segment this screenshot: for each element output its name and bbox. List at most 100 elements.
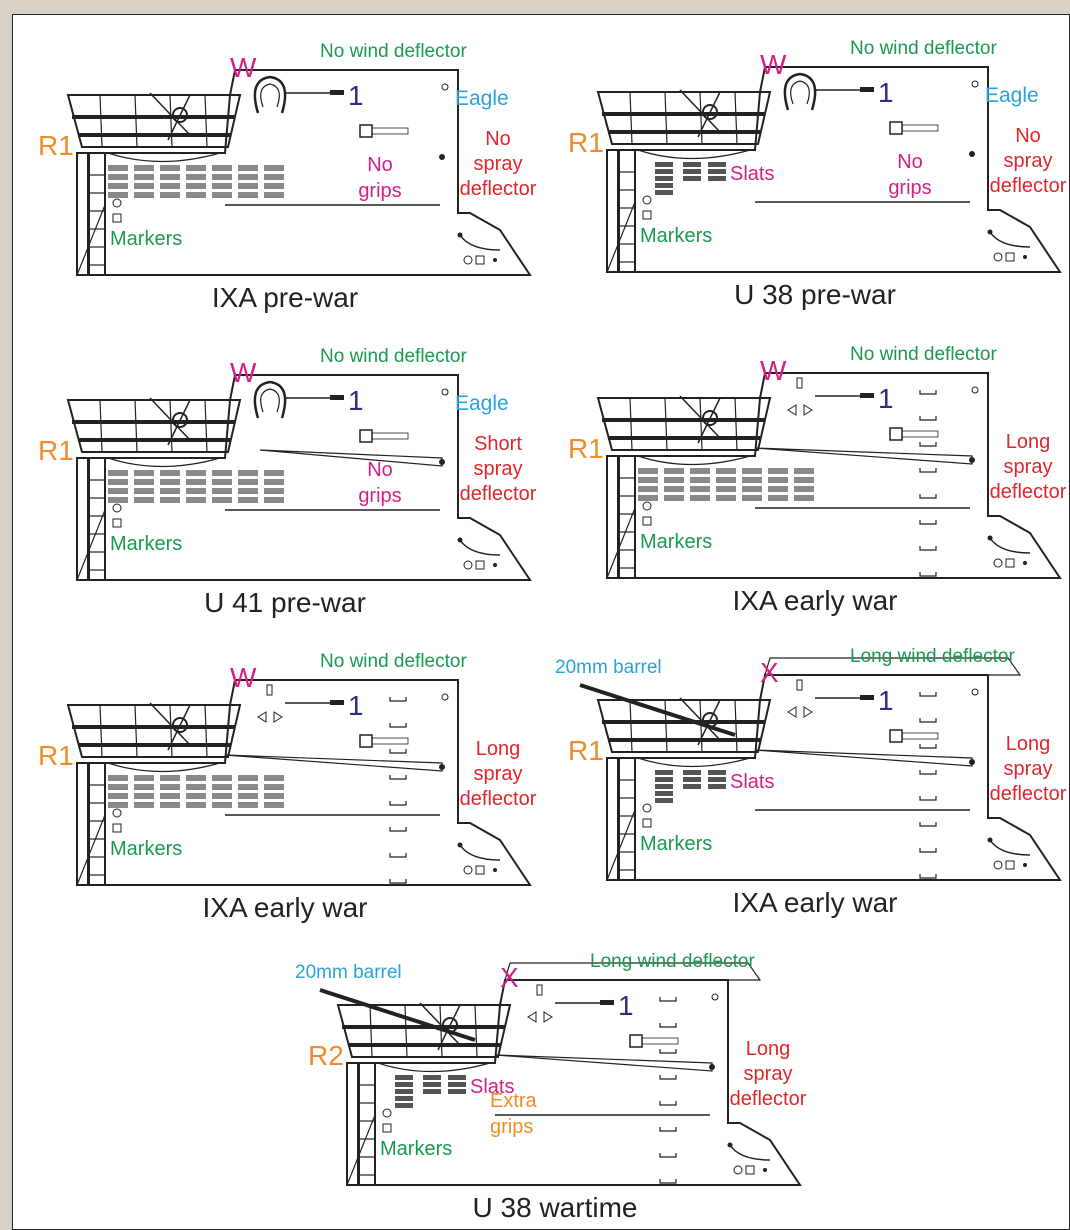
ring-label: R1 [568,735,604,766]
slat [186,802,206,808]
slat [448,1082,466,1087]
tower-outline [87,374,532,581]
slat [655,169,673,174]
slat [708,784,726,789]
slat [683,162,701,167]
slats-label: Slats [730,163,774,185]
tower-number: 1 [348,80,364,111]
bridge-post [664,91,668,145]
step-rung [389,723,407,728]
slat [708,770,726,775]
slat [768,477,788,483]
slat [160,775,180,781]
bow-dot [987,535,993,541]
marker-symbol [642,195,652,205]
spray-label: deflector [730,1088,807,1110]
slat [186,497,206,503]
bow-dot [1023,561,1027,565]
slat [134,183,154,189]
slat [638,468,658,474]
slat [134,174,154,180]
ladder [358,1062,376,1186]
bow-curve [459,844,501,861]
eagle-mount [971,80,979,88]
bridge-post [734,699,738,753]
antenna-tip [860,87,874,92]
bridge-post [204,94,208,148]
slat [638,477,658,483]
antenna-tip [330,90,344,95]
slat [212,165,232,171]
top-mark: W [760,355,787,386]
casing-edge [606,455,619,579]
wind-deflector-label: No wind deflector [850,38,997,59]
slat [768,468,788,474]
gun-mount-strut [149,92,191,136]
slat [690,468,710,474]
slat [160,479,180,485]
marker-symbol [112,198,122,208]
slat [716,468,736,474]
marker-symbol [642,818,652,828]
bridge-post [734,397,738,451]
bow-fitting [733,1165,743,1175]
bow-dot [493,563,497,567]
step-rung [659,1179,677,1184]
spray-label: deflector [460,788,537,810]
wind-deflector [504,962,762,981]
slat [664,495,684,501]
bridge [66,94,242,148]
slat [160,488,180,494]
step-rung [919,546,937,551]
hull-slope [76,509,106,581]
bandstand-curve [637,455,751,466]
marker-symbol [642,210,652,220]
slat [238,192,258,198]
grip-plate [359,124,373,138]
ring-label: R2 [308,1040,344,1071]
step-rung [389,775,407,780]
grip-plate [901,430,939,438]
eagle-mount [441,83,449,91]
casing-edge [346,1062,359,1186]
slat [160,165,180,171]
slat [238,497,258,503]
slat [683,169,701,174]
bridge-post [134,399,138,453]
grip-plate [359,734,373,748]
slat [134,479,154,485]
slat [134,784,154,790]
slat [108,479,128,485]
horseshoe-icon [783,72,817,111]
slat [212,784,232,790]
slat [264,488,284,494]
deflector-dot [439,459,445,465]
slat [423,1089,441,1094]
slat [664,486,684,492]
spray-label: spray [1004,758,1053,780]
slat [238,775,258,781]
bridge-post [629,91,633,145]
bow-curve [989,231,1031,248]
gun-mount-strut [437,1004,461,1051]
bow-dot [987,837,993,843]
spray-label: Short [474,433,522,455]
slat [134,497,154,503]
bow-fitting [475,865,485,875]
slat [160,802,180,808]
slat [108,488,128,494]
slat [690,486,710,492]
grips-label: No [897,151,923,173]
deflector-dot [969,151,975,157]
grips-label: grips [888,177,931,199]
slat [395,1089,413,1094]
bow-curve [459,539,501,556]
slat [238,174,258,180]
bridge-post [629,699,633,753]
wind-deflector-label: No wind deflector [320,346,467,367]
grip-plate [901,124,939,132]
ladder [88,457,106,581]
slat [655,770,673,775]
slat [742,495,762,501]
slat [238,183,258,189]
